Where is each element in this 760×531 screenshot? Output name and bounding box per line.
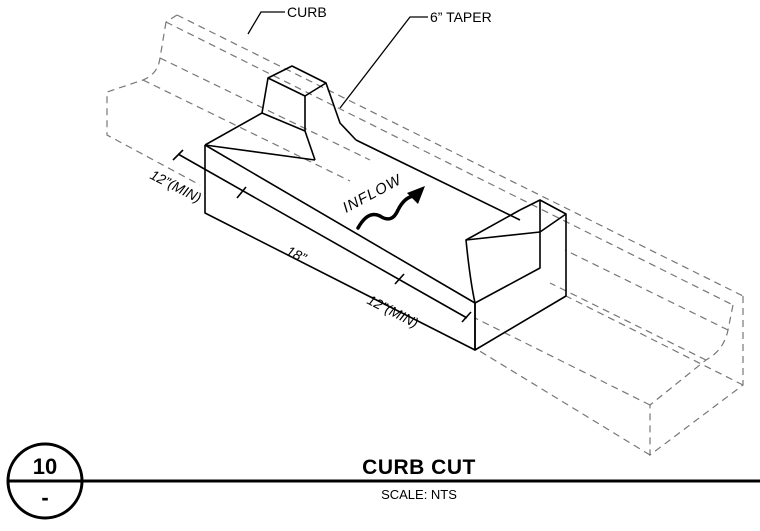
taper-label: 6” TAPER xyxy=(430,9,492,25)
dim-mid-label: 18” xyxy=(284,242,310,266)
right-upstand xyxy=(474,199,567,351)
scale-text: SCALE: NTS xyxy=(381,487,457,502)
dim-left-label: 12”(MIN) xyxy=(148,166,204,205)
dim-right-label: 12”(MIN) xyxy=(365,291,421,330)
curb-label: CURB xyxy=(287,4,327,20)
sheet-number: - xyxy=(41,485,48,510)
detail-title: CURB CUT xyxy=(362,456,476,479)
title-block: 10 - CURB CUT SCALE: NTS xyxy=(6,442,760,520)
existing-curb-dashed xyxy=(106,14,744,457)
inflow-label: INFLOW xyxy=(340,171,406,217)
detail-number: 10 xyxy=(33,454,57,479)
left-upstand xyxy=(267,65,327,97)
inflow-arrow-icon xyxy=(356,186,425,230)
leaders xyxy=(247,11,428,109)
dimension-line xyxy=(172,149,472,323)
curb-cut-solid xyxy=(204,65,567,351)
